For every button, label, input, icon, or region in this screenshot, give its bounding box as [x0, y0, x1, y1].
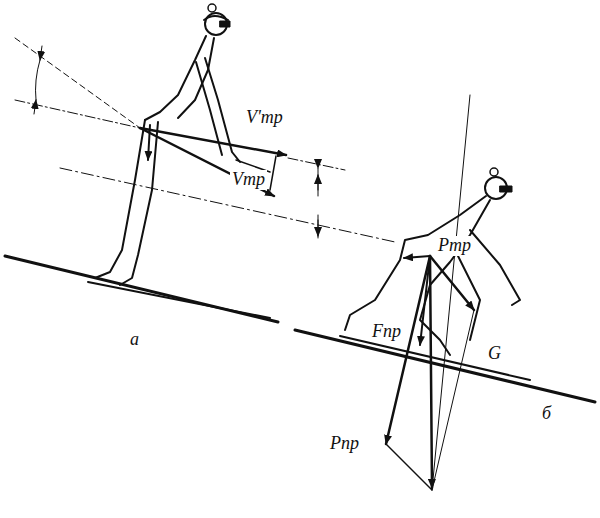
vector-label: б — [540, 404, 553, 424]
vector-label: Vтр — [230, 170, 267, 190]
vector-label: V'тр — [244, 108, 285, 128]
vector-label: Pпр — [328, 434, 361, 454]
vector-label: а — [128, 330, 141, 350]
vector-label: Pтр — [436, 236, 473, 256]
vector-label: G — [486, 344, 503, 364]
vector-label: Fпр — [370, 322, 403, 342]
